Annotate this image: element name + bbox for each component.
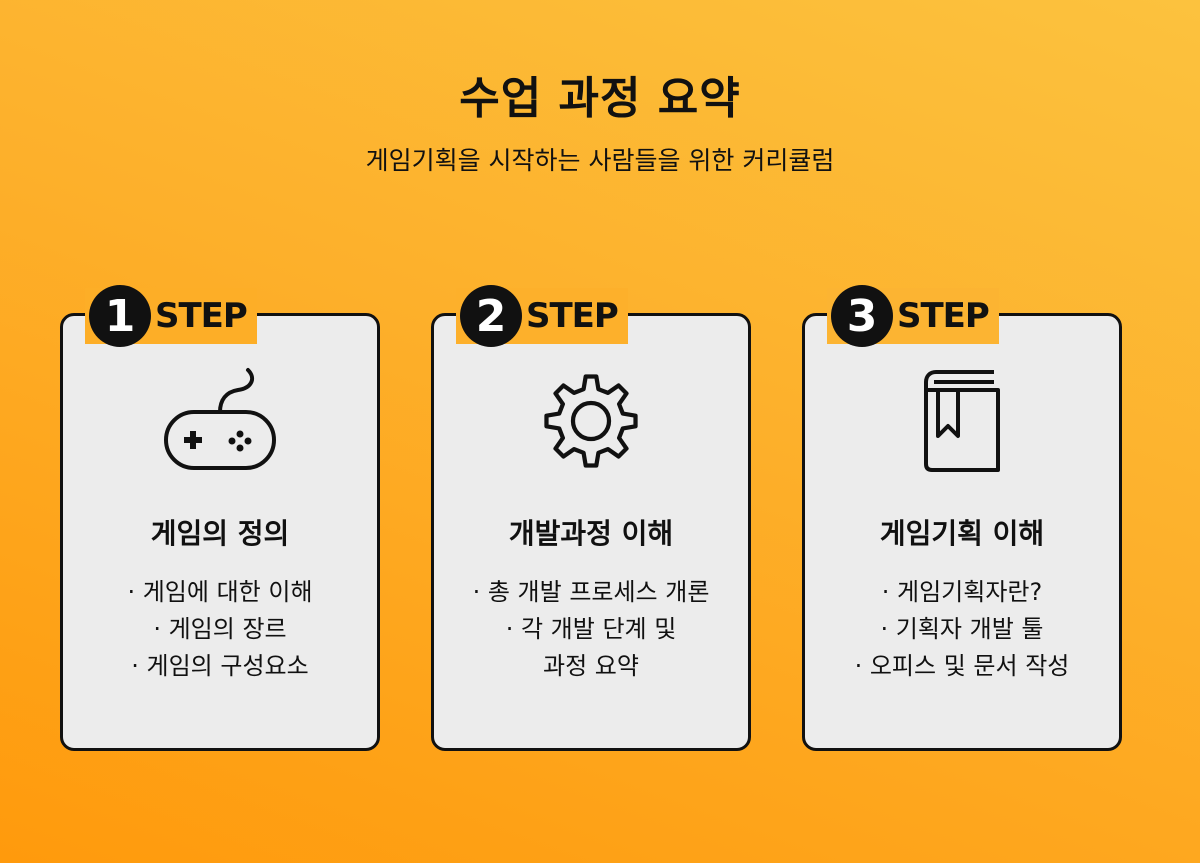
step-number: 1	[89, 285, 151, 347]
card-item-list: · 총 개발 프로세스 개론 · 각 개발 단계 및 과정 요약	[434, 574, 748, 685]
book-icon	[922, 368, 1002, 476]
card-item-list: · 게임기획자란? · 기획자 개발 툴 · 오피스 및 문서 작성	[805, 574, 1119, 685]
list-item: · 각 개발 단계 및	[505, 615, 677, 643]
gear-icon	[538, 368, 644, 478]
list-item: · 게임기획자란?	[881, 578, 1043, 606]
step-number: 2	[460, 285, 522, 347]
step-badge: 1 STEP	[85, 285, 257, 347]
page-title: 수업 과정 요약	[459, 73, 741, 124]
card-title: 개발과정 이해	[508, 517, 674, 550]
step-label: STEP	[526, 296, 619, 336]
gamepad-icon	[160, 364, 280, 478]
list-item: 과정 요약	[543, 652, 639, 680]
list-item: · 총 개발 프로세스 개론	[472, 578, 710, 606]
list-item: · 오피스 및 문서 작성	[854, 652, 1070, 680]
list-item: · 기획자 개발 툴	[880, 615, 1044, 643]
list-item: · 게임의 구성요소	[131, 652, 309, 680]
step-badge: 2 STEP	[456, 285, 628, 347]
step-card-2: 2 STEP 개발과정 이해 · 총 개발 프로세스 개론 · 각 개발 단계 …	[431, 285, 751, 751]
step-badge: 3 STEP	[827, 285, 999, 347]
step-label: STEP	[155, 296, 248, 336]
step-card-1: 1 STEP 게임의 정의 · 게임에 대한 이해 · 게임의 장르 · 게임의…	[60, 285, 380, 751]
card-title: 게임의 정의	[150, 517, 290, 550]
list-item: · 게임의 장르	[153, 615, 287, 643]
card-title: 게임기획 이해	[879, 517, 1045, 550]
page-subtitle: 게임기획을 시작하는 사람들을 위한 커리큘럼	[365, 146, 835, 175]
card-item-list: · 게임에 대한 이해 · 게임의 장르 · 게임의 구성요소	[63, 574, 377, 685]
list-item: · 게임에 대한 이해	[127, 578, 313, 606]
step-card-3: 3 STEP 게임기획 이해 · 게임기획자란? · 기획자 개발 툴 · 오피…	[802, 285, 1122, 751]
step-label: STEP	[897, 296, 990, 336]
step-number: 3	[831, 285, 893, 347]
